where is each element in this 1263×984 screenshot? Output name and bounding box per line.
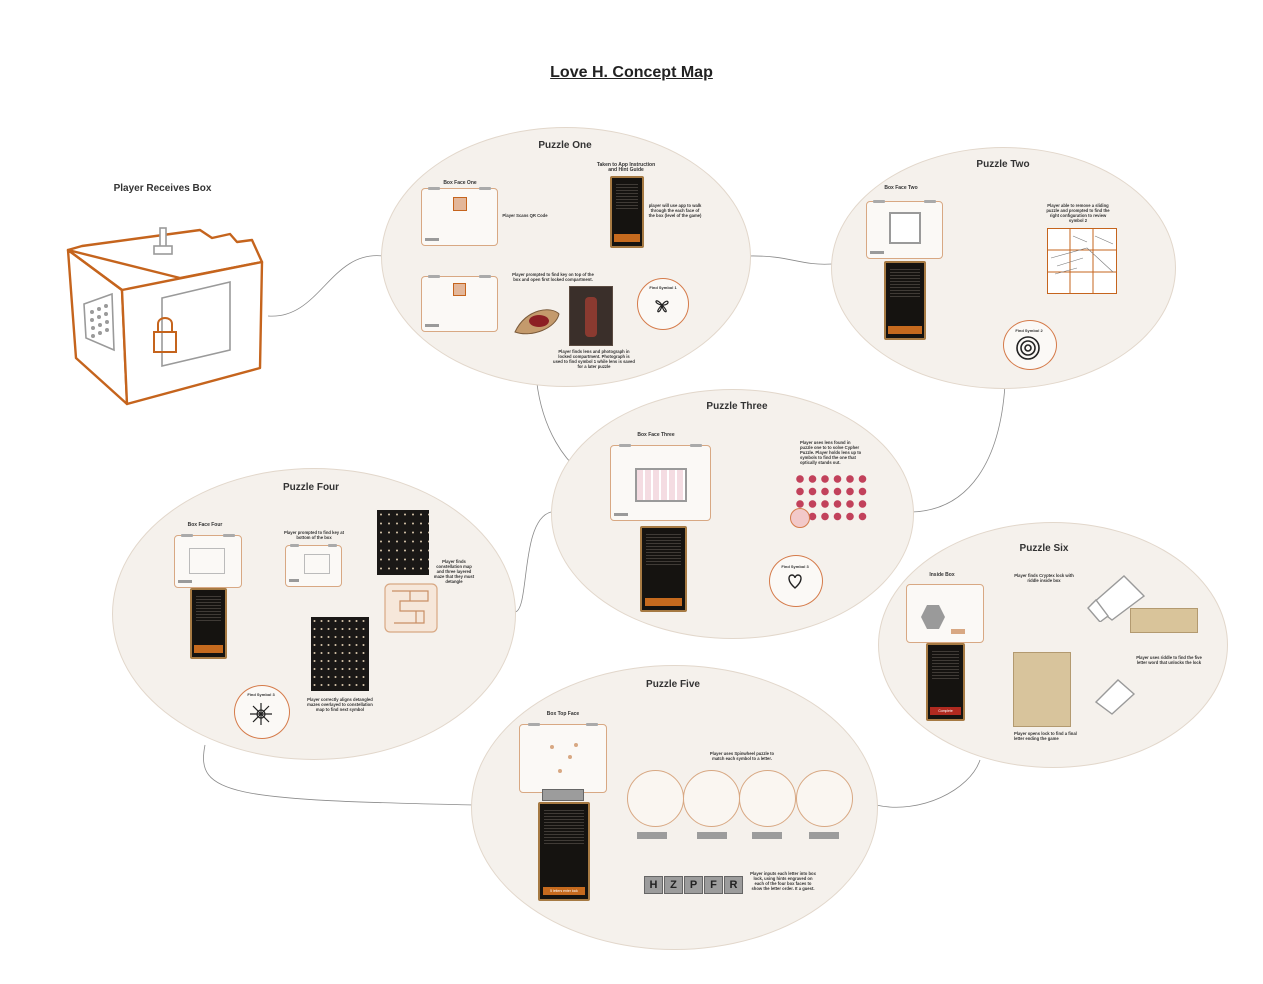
app-guide-label: Taken to App Instruction and Hint Guide: [596, 162, 656, 173]
page-title: Love H. Concept Map: [550, 64, 713, 81]
constellation-map-aligned: [311, 617, 369, 691]
walk-label: player will use app to walk through the …: [648, 203, 702, 218]
spinwheel-slot-1: [637, 832, 667, 839]
symbol-3-icon: [788, 574, 802, 589]
key-label: Player prompted to find key on top of th…: [512, 272, 594, 282]
lens-icon: [514, 309, 560, 335]
symbol-2-icon: [1016, 336, 1040, 360]
lock-letter-2[interactable]: Z: [664, 876, 683, 894]
app-guide-phone[interactable]: [610, 176, 644, 248]
puzzle-two-phone[interactable]: [884, 261, 926, 340]
symbol-1-icon: [655, 300, 669, 313]
cryptex-closed-icon: [1087, 575, 1146, 622]
puzzle-six-title: Puzzle Six: [1019, 543, 1069, 554]
symbol-3-label: Find Symbol 3: [781, 564, 809, 569]
puzzle-five-phone[interactable]: 5 letters enter lock: [538, 802, 590, 901]
find-symbol-4-circle[interactable]: [234, 685, 290, 739]
photograph: [569, 286, 613, 346]
box-face-three-label: Box Face Three: [637, 432, 675, 438]
inside-box-label: Inside Box: [929, 572, 955, 578]
box-top-face[interactable]: [519, 723, 607, 793]
bottom-key-label: Player prompted to find key at bottom of…: [283, 530, 345, 540]
lens-overlay-circle: [790, 508, 810, 528]
final-letter: [1013, 652, 1071, 727]
puzzle-one-title: Puzzle One: [538, 140, 592, 151]
final-letter-label: Player opens lock to find a final letter…: [1014, 731, 1077, 741]
spinwheel-2[interactable]: [683, 770, 740, 827]
spinwheel-slot-2: [697, 832, 727, 839]
box-face-four[interactable]: [174, 534, 242, 588]
riddle-label: Player uses riddle to find the five lett…: [1136, 655, 1202, 665]
box-face-one-key[interactable]: [421, 275, 498, 332]
lock-letter-5[interactable]: R: [724, 876, 743, 894]
find-symbol-3-circle[interactable]: [769, 555, 823, 607]
letter-input-label: Player inputs each letter into box lock,…: [750, 871, 816, 891]
symbol-2-label: Find Symbol 2: [1015, 328, 1043, 333]
spinwheel-label: Player uses Spinwheel puzzle to match ea…: [709, 751, 775, 761]
puzzle-four-title: Puzzle Four: [282, 482, 340, 493]
cryptex-label: Player finds Cryptex lock with riddle in…: [1014, 573, 1074, 583]
spinwheel-slot-4: [809, 832, 839, 839]
spinwheel-slot-3: [752, 832, 782, 839]
puzzle-three-title: Puzzle Three: [706, 401, 768, 412]
box-face-three[interactable]: [610, 444, 711, 521]
box-face-four-label: Box Face Four: [187, 522, 223, 528]
puzzle-five-title: Puzzle Five: [646, 679, 700, 690]
box-face-one-label: Box Face One: [443, 180, 477, 186]
puzzle-six-phone[interactable]: Complete: [926, 643, 965, 721]
puzzle-two-title: Puzzle Two: [976, 159, 1030, 170]
lock-letter-1[interactable]: H: [644, 876, 663, 894]
cryptex-open-icon: [1094, 679, 1136, 715]
lens-label: Player finds lens and photograph in lock…: [553, 349, 635, 369]
box-bottom-face[interactable]: [285, 544, 342, 587]
top-lock-strip: [542, 789, 584, 801]
lock-letter-4[interactable]: F: [704, 876, 723, 894]
box-face-one[interactable]: [421, 187, 498, 246]
align-label: Player correctly aligns detangled mazes …: [307, 697, 373, 712]
puzzle-four-node: [112, 468, 516, 760]
riddle-scroll: [1130, 608, 1198, 633]
maze-label: Player finds constellation map and three…: [433, 559, 475, 584]
spinwheel-3[interactable]: [739, 770, 796, 827]
sliding-puzzle[interactable]: [1047, 228, 1117, 294]
box-face-two-label: Box Face Two: [884, 185, 918, 191]
layered-maze[interactable]: [384, 583, 438, 633]
start-label: Player Receives Box: [113, 183, 212, 194]
spinwheel-1[interactable]: [627, 770, 684, 827]
puzzle-one-node: [381, 127, 751, 387]
lock-letter-3[interactable]: P: [684, 876, 703, 894]
puzzle-four-phone[interactable]: [190, 588, 227, 659]
symbol-4-label: Find Symbol 3: [247, 692, 275, 697]
constellation-map: [377, 510, 429, 575]
spinwheel-4[interactable]: [796, 770, 853, 827]
symbol-1-label: Find Symbol 1: [649, 285, 677, 290]
cypher-label: Player uses lens found in puzzle one to …: [800, 440, 862, 465]
symbol-4-icon: [250, 703, 272, 725]
puzzle-box-illustration: [66, 227, 264, 406]
puzzle-three-phone[interactable]: [640, 526, 687, 612]
sliding-puzzle-label: Player able to remove a sliding puzzle a…: [1046, 203, 1110, 223]
inside-box[interactable]: [906, 584, 984, 643]
scan-qr-label: Player Scans QR Code: [502, 213, 548, 218]
box-face-two[interactable]: [866, 200, 943, 259]
box-top-face-label: Box Top Face: [546, 711, 580, 717]
